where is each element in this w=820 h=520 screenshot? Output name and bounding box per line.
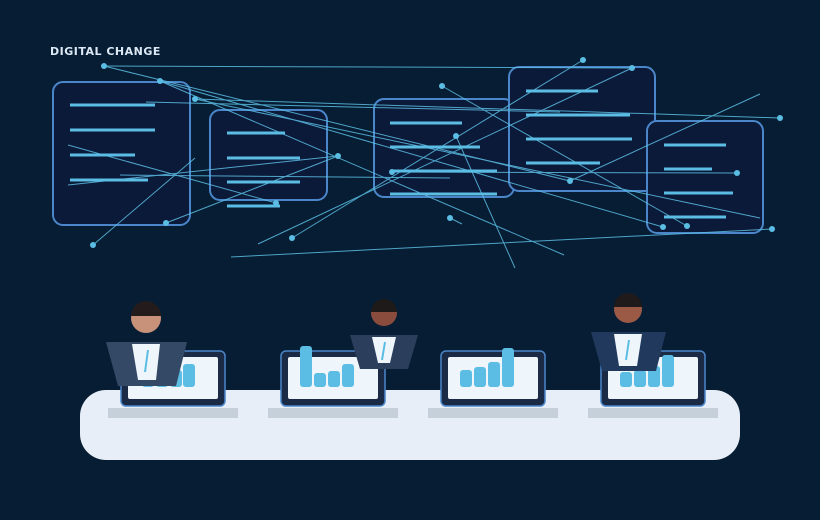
network-node (580, 57, 586, 63)
panel-text-lines (70, 89, 733, 219)
bar-chart-icon (300, 346, 354, 387)
network-lines (67, 59, 781, 269)
desk-shadows (108, 408, 718, 418)
page-title: DIGITAL CHANGE (50, 45, 161, 58)
network-node (273, 200, 279, 206)
person (106, 301, 187, 386)
network-node (192, 96, 198, 102)
network-node (90, 242, 96, 248)
bar-chart-icon (460, 348, 514, 387)
person-hair (131, 301, 161, 316)
workstation (106, 301, 226, 407)
person-hair (371, 299, 397, 312)
network-node (684, 223, 690, 229)
network-node (101, 63, 107, 69)
network-node (777, 115, 783, 121)
desk (80, 390, 740, 460)
network-node (439, 83, 445, 89)
workstation (440, 348, 546, 407)
network-node (567, 178, 573, 184)
network-node (629, 65, 635, 71)
network-node (389, 169, 395, 175)
network-node (289, 235, 295, 241)
person (350, 299, 418, 369)
network-node (335, 153, 341, 159)
workstation (280, 299, 418, 407)
network-node (453, 133, 459, 139)
network-node (769, 226, 775, 232)
network-node (734, 170, 740, 176)
network-nodes (90, 57, 783, 248)
network-node (447, 215, 453, 221)
network-node (163, 220, 169, 226)
network-node (660, 224, 666, 230)
person (591, 293, 666, 371)
bar-chart-icon (620, 355, 674, 387)
workstation (591, 293, 706, 407)
person-hair (614, 293, 642, 307)
document-panel (646, 120, 764, 234)
network-node (157, 78, 163, 84)
